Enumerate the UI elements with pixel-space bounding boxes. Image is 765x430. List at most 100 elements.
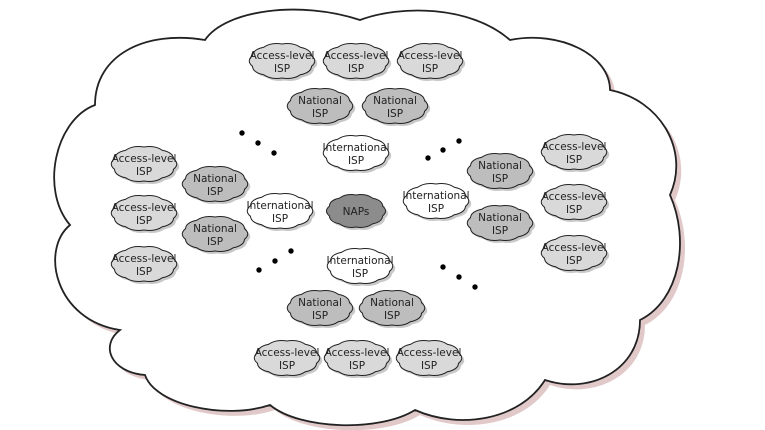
national-cloud-shape xyxy=(181,216,249,252)
ellipsis-dot xyxy=(440,264,446,270)
node-label-line2: ISP xyxy=(566,255,582,267)
ellipsis-dot xyxy=(255,140,261,146)
access-cloud-shape xyxy=(110,246,178,282)
node-label-line2: ISP xyxy=(312,310,328,322)
node-label-line1: Access-level xyxy=(324,50,389,62)
node-label-line2: ISP xyxy=(384,310,400,322)
national-cloud-shape xyxy=(286,88,354,124)
node-label-line1: NAPs xyxy=(343,206,370,218)
node-label-line1: Access-level xyxy=(542,191,607,203)
node-label-line2: ISP xyxy=(272,213,288,225)
node-label-line1: National xyxy=(478,160,522,172)
node-label-line1: International xyxy=(326,255,393,267)
node-label-line1: Access-level xyxy=(398,50,463,62)
node-label-line1: International xyxy=(322,142,389,154)
node-label-line1: International xyxy=(402,190,469,202)
nap-cloud-shape xyxy=(325,194,387,228)
international-cloud-shape xyxy=(322,135,390,171)
node-label-line2: ISP xyxy=(352,268,368,280)
access-cloud-shape xyxy=(540,184,608,220)
access-cloud-shape xyxy=(540,235,608,271)
international-cloud-shape xyxy=(246,193,314,229)
node-label-line2: ISP xyxy=(492,173,508,185)
node-label-line1: Access-level xyxy=(325,347,390,359)
node-label-line2: ISP xyxy=(566,204,582,216)
node-label-line2: ISP xyxy=(207,186,223,198)
node-label-line2: ISP xyxy=(136,166,152,178)
node-label-line2: ISP xyxy=(566,154,582,166)
node-label-line2: ISP xyxy=(421,360,437,372)
node-label-line1: International xyxy=(246,200,313,212)
ellipsis-dot xyxy=(472,284,478,290)
access-cloud-shape xyxy=(540,134,608,170)
ellipsis-dot xyxy=(456,138,462,144)
node-label-line1: National xyxy=(370,297,414,309)
node-label-line2: ISP xyxy=(312,108,328,120)
national-cloud-shape xyxy=(466,205,534,241)
node-label-line1: Access-level xyxy=(542,141,607,153)
national-cloud-shape xyxy=(181,166,249,202)
ellipsis-dot xyxy=(440,147,446,153)
ellipsis-dots xyxy=(239,130,478,290)
node-label-line1: Access-level xyxy=(255,347,320,359)
node-label-line2: ISP xyxy=(428,203,444,215)
ellipsis-dot xyxy=(256,267,262,273)
international-cloud-shape xyxy=(402,183,470,219)
node-label-line1: National xyxy=(478,212,522,224)
node-label-line2: ISP xyxy=(422,63,438,75)
node-label-line2: ISP xyxy=(349,360,365,372)
node-label-line1: National xyxy=(193,223,237,235)
national-cloud-shape xyxy=(286,290,354,326)
ellipsis-dot xyxy=(239,130,245,136)
access-cloud-shape xyxy=(322,43,390,79)
access-cloud-shape xyxy=(396,43,464,79)
node-label-line2: ISP xyxy=(279,360,295,372)
node-label-line2: ISP xyxy=(492,225,508,237)
node-label-line1: Access-level xyxy=(112,253,177,265)
node-label-line2: ISP xyxy=(348,155,364,167)
node-label-line2: ISP xyxy=(136,215,152,227)
node-label-line1: National xyxy=(373,95,417,107)
node-label-line2: ISP xyxy=(348,63,364,75)
ellipsis-dot xyxy=(456,274,462,280)
national-cloud-shape xyxy=(466,153,534,189)
access-cloud-shape xyxy=(110,195,178,231)
node-label-line2: ISP xyxy=(136,266,152,278)
ellipsis-dot xyxy=(272,258,278,264)
access-cloud-shape xyxy=(323,340,391,376)
node-label-line1: National xyxy=(298,95,342,107)
access-cloud-shape xyxy=(248,43,316,79)
node-label-line2: ISP xyxy=(387,108,403,120)
node-label-line1: Access-level xyxy=(397,347,462,359)
node-label-line2: ISP xyxy=(207,236,223,248)
access-cloud-shape xyxy=(395,340,463,376)
node-label-line1: National xyxy=(298,297,342,309)
node-label-line1: Access-level xyxy=(542,242,607,254)
nap-isp-cloud: NAPs xyxy=(325,194,389,230)
